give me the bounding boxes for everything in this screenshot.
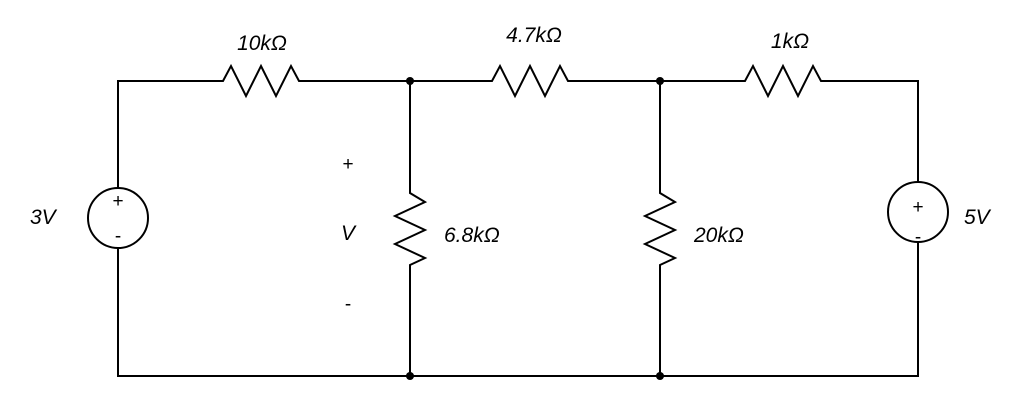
resistor-4-7k-label: 4.7kΩ: [506, 24, 562, 47]
junction-bottom-mid: [406, 372, 414, 380]
voltage-source-right-minus: -: [915, 227, 921, 248]
voltage-source-left-circle: [87, 187, 149, 249]
resistor-6-8k-label: 6.8kΩ: [444, 224, 500, 247]
voltage-source-left-label: 3V: [30, 206, 58, 229]
voltage-source-left: + -: [87, 187, 149, 249]
resistor-20k-label: 20kΩ: [693, 224, 744, 247]
junction-top-center: [656, 77, 664, 85]
resistor-10k-label: 10kΩ: [237, 32, 287, 55]
wires: [117, 80, 919, 377]
measured-voltage-minus: -: [345, 294, 351, 315]
voltage-source-left-minus: -: [115, 226, 121, 247]
resistor-6-8k: [392, 185, 428, 271]
junction-bottom-center: [656, 372, 664, 380]
voltage-source-right: + -: [887, 181, 949, 248]
voltage-source-left-plus: +: [112, 191, 123, 212]
measured-voltage-plus: +: [342, 154, 353, 175]
junction-top-mid: [406, 77, 414, 85]
resistor-20k: [642, 185, 678, 271]
voltage-source-right-label: 5V: [964, 206, 992, 229]
resistor-1k-label: 1kΩ: [771, 30, 809, 53]
resistor-1k: [735, 63, 828, 99]
voltage-source-right-plus: +: [912, 197, 923, 218]
resistor-10k: [213, 63, 305, 99]
resistor-4-7k: [482, 63, 576, 99]
measured-voltage-label: V: [341, 222, 357, 245]
junctions: [406, 77, 664, 380]
voltage-source-right-circle: [887, 181, 949, 243]
